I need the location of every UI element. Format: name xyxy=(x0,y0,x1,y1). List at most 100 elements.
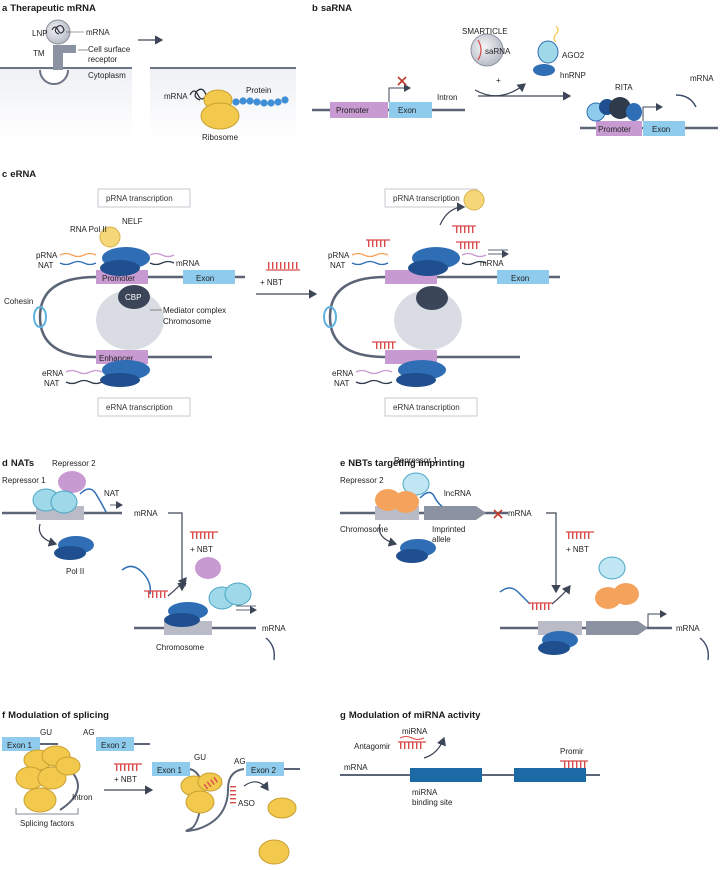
nbt-icon-d xyxy=(192,532,216,539)
ribosome-large xyxy=(200,102,240,130)
plus-label: + xyxy=(496,76,501,85)
exon-box-c xyxy=(183,270,235,284)
cytoplasm-label: Cytoplasm xyxy=(88,71,126,80)
mrna-ribosome-label: mRNA xyxy=(164,92,188,101)
repressor2-label-e: Repressor 2 xyxy=(340,476,384,485)
nelf-label: NELF xyxy=(122,217,143,226)
released-factor-1 xyxy=(267,797,297,819)
panel-d-arrow xyxy=(168,512,187,592)
mrna-strand-r2 xyxy=(461,260,487,266)
cohesin-label: Cohesin xyxy=(4,297,33,306)
cohesin-ring xyxy=(33,306,47,328)
mrna-label-cr: mRNA xyxy=(480,259,504,268)
receptor-label-1: Cell surface xyxy=(88,45,131,54)
splicing-factors xyxy=(15,745,81,813)
release-arrow-e xyxy=(551,585,571,605)
promoter-box xyxy=(330,102,388,118)
erna-strand-r xyxy=(355,369,393,375)
rita-label: RITA xyxy=(615,83,633,92)
mirna-strand xyxy=(399,735,425,741)
repressor-2 xyxy=(58,471,86,493)
erna-transcription-box-r xyxy=(384,397,478,417)
aso-bound-gu xyxy=(203,776,219,790)
ribosome-label: Ribosome xyxy=(202,133,239,142)
exon1-label: Exon 1 xyxy=(7,741,32,750)
rita-protein xyxy=(609,97,631,119)
nbt-bound-erna xyxy=(374,342,394,349)
block-cross-icon-e xyxy=(493,509,503,519)
protein-label: Protein xyxy=(246,86,271,95)
nat-released-d xyxy=(121,565,152,595)
exon-label: Exon xyxy=(398,106,416,115)
exon1-box xyxy=(2,737,40,751)
exon-label-2: Exon xyxy=(652,125,670,134)
antagomir-arrow xyxy=(423,736,446,759)
mirna-label-g: miRNA xyxy=(402,727,428,736)
promir-icon xyxy=(562,761,586,768)
imprinted-label-1: Imprinted xyxy=(432,525,465,534)
intron-label: Intron xyxy=(437,93,457,102)
exon-box-2 xyxy=(643,121,685,136)
repressor1-label: Repressor 1 xyxy=(2,476,46,485)
rna-pol-label: RNA Pol II xyxy=(70,225,107,234)
nbt-icon-e xyxy=(568,532,592,539)
mrna-wave-e xyxy=(699,637,710,661)
release-arrow-f xyxy=(243,781,269,791)
prna-strand xyxy=(59,252,97,258)
exon-label-cr: Exon xyxy=(511,274,529,283)
chromatin-loop xyxy=(38,275,212,359)
enhancer-pol-r-lower xyxy=(396,373,436,387)
cbp-protein-r xyxy=(416,286,448,310)
prna-label: pRNA xyxy=(36,251,58,260)
prna-transcription-label-r: pRNA transcription xyxy=(393,194,460,203)
rna-pol-ii-r-lower xyxy=(408,260,448,276)
nat-label-d: NAT xyxy=(104,489,120,498)
antagomir-icon xyxy=(400,742,424,749)
cbp-protein xyxy=(118,285,150,309)
lncrna-label: lncRNA xyxy=(444,489,472,498)
nat2-strand-r xyxy=(355,379,393,385)
mrna-label-b: mRNA xyxy=(690,74,714,83)
lncrna-strand xyxy=(419,491,443,507)
erna-label-r: eRNA xyxy=(332,369,354,378)
binding-site-label-1: miRNA xyxy=(412,788,438,797)
tss-arrow-e xyxy=(647,610,667,628)
repressor-2b-e xyxy=(393,491,419,513)
exon-label-c: Exon xyxy=(196,274,214,283)
aso-bound xyxy=(230,786,236,804)
exon2-box xyxy=(96,737,134,751)
nbt-icon xyxy=(268,262,300,269)
nelf-release-arrow xyxy=(439,202,466,226)
pol-release-arrow-e xyxy=(378,523,398,547)
mrna-label-c: mRNA xyxy=(176,259,200,268)
mrna-coil-icon xyxy=(51,24,65,35)
ag-label-r: AG xyxy=(234,757,246,766)
ago2-protein xyxy=(537,40,559,64)
repressor-2-released xyxy=(195,557,221,579)
complex-blue xyxy=(626,103,642,121)
promoter-box-2 xyxy=(596,121,642,136)
imprinted-label-2: allele xyxy=(432,535,451,544)
prna-transcription-label: pRNA transcription xyxy=(106,194,173,203)
intron-label-f: Intron xyxy=(72,793,92,802)
nat-label: NAT xyxy=(38,261,54,270)
nbt-bound-e xyxy=(530,603,550,610)
pol-ii-e2-lower xyxy=(538,641,570,655)
mrna-wave-d xyxy=(265,637,276,661)
repressor-1b-released xyxy=(224,582,252,606)
mediator-label: Mediator complex xyxy=(163,306,226,315)
repressor1-label-e: Repressor 1 xyxy=(394,456,438,465)
tss-arrow xyxy=(388,84,411,102)
plus-nbt-label-d: + NBT xyxy=(190,545,213,554)
cytoplasm-region xyxy=(0,68,132,138)
